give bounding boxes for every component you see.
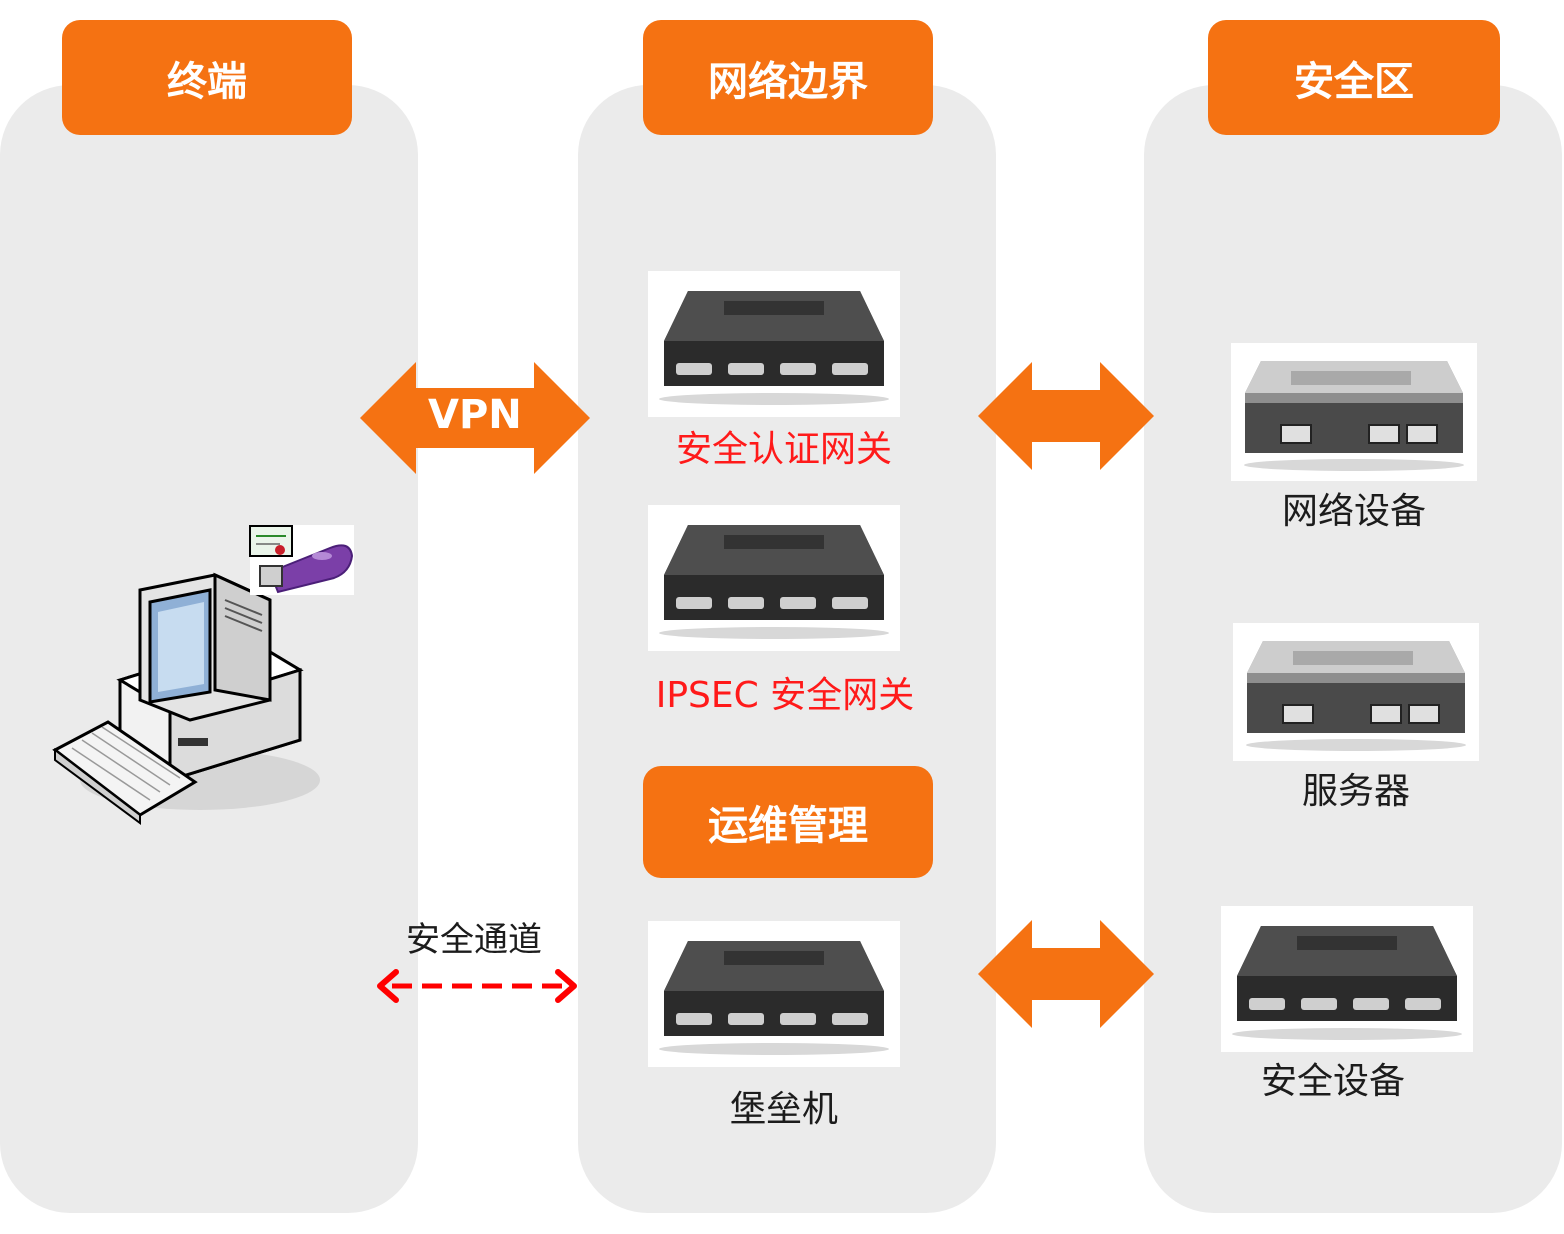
secure-zone-header: 安全区 [1208,20,1500,135]
terminal-header: 终端 [62,20,352,135]
vpn-arrow [360,362,590,474]
auth-gateway-device [648,271,900,417]
usb-key-icon [249,525,354,595]
security-device-label: 安全设备 [1260,1061,1405,1102]
secure-channel-label: 安全通道 [406,920,542,960]
secure-channel-arrow [377,969,577,1003]
boundary-zone-arrow-top [978,362,1154,470]
computer-icon [52,572,320,825]
server-label: 服务器 [1301,771,1410,812]
bastion-label: 堡垒机 [729,1089,838,1130]
bastion-device [648,921,900,1067]
vpn-label: VPN [428,392,522,438]
server-device [1233,623,1479,761]
ipsec-gateway-device [648,505,900,651]
boundary-zone-arrow-bottom [978,920,1154,1028]
ops-header: 运维管理 [643,766,933,878]
network-device [1231,343,1477,481]
network-device-label: 网络设备 [1281,491,1426,532]
boundary-header: 网络边界 [643,20,933,135]
security-device [1221,906,1473,1052]
auth-gateway-label: 安全认证网关 [675,429,892,470]
ipsec-gateway-label: IPSEC 安全网关 [655,675,915,716]
